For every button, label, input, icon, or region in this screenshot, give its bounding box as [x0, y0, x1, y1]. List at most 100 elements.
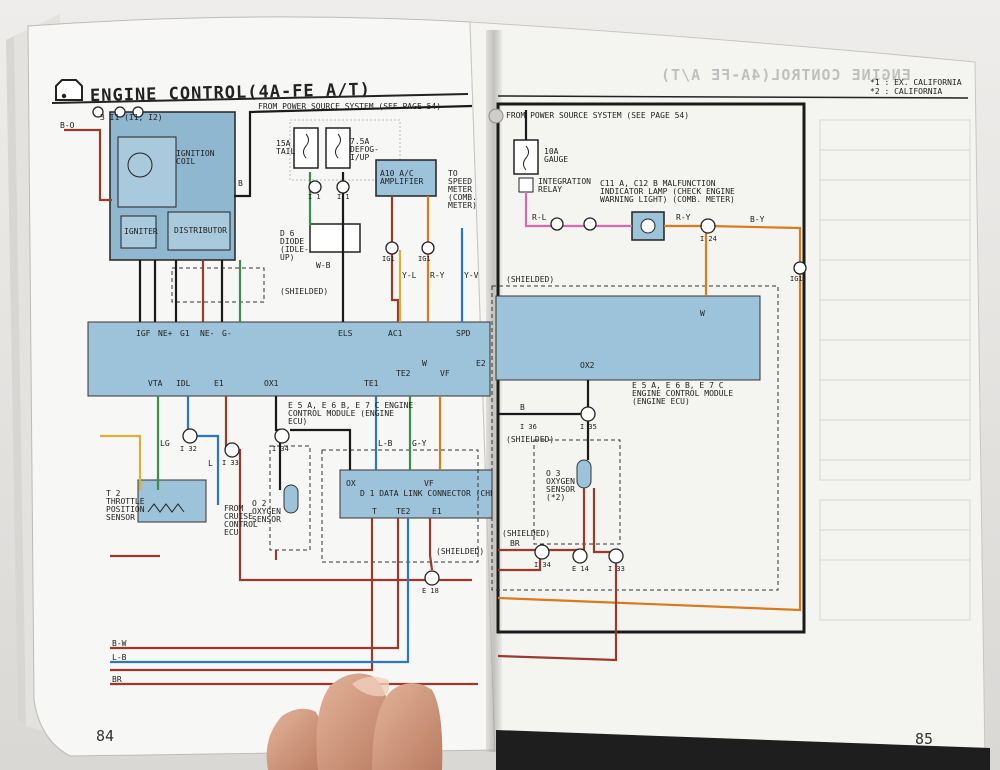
cruise-label: FROM CRUISE CONTROL ECU	[224, 504, 258, 537]
ignition-coil-label: IGNITION COIL	[176, 149, 215, 166]
wire-color-label-10: L	[208, 459, 213, 468]
bleed-through-text	[819, 119, 971, 621]
title-car-icon	[55, 79, 83, 101]
integration-relay-label: INTEGRATION RELAY	[538, 177, 591, 194]
oxygen-sensor-right	[576, 459, 592, 489]
right-junction-label-5: E 14	[572, 565, 589, 573]
ecm-pin-ne-plus: NE+	[158, 329, 173, 338]
wire-color-label-9: LG	[160, 439, 170, 448]
fuse-boxes	[289, 119, 401, 181]
ecm-right-label: E 5 A, E 6 B, E 7 C ENGINE CONTROL MODUL…	[632, 381, 734, 406]
junctions-right	[534, 217, 807, 564]
wire-color-label-8: G-Y	[412, 439, 427, 448]
junction-label-4: IG1	[418, 255, 431, 263]
throttle-position-sensor	[137, 479, 207, 523]
junction-label-7: I 34	[272, 445, 289, 453]
wires-right	[497, 110, 802, 662]
ecm-pin-els: ELS	[338, 329, 353, 338]
right-footnote-2: *2 : CALIFORNIA	[870, 87, 943, 96]
left-shielded-label-1: (SHIELDED)	[280, 287, 329, 296]
right-junction-label-6: I 33	[608, 565, 625, 573]
wire-color-label-6: Y-V	[464, 271, 479, 280]
ecm-pin-te1: TE1	[364, 379, 379, 388]
right-junction-label-3: I 35	[580, 423, 597, 431]
ecm-pin-vf: VF	[440, 369, 450, 378]
wire-color-label-1: B-O	[60, 121, 75, 130]
ecm-pin-ne-minus: NE-	[200, 329, 215, 338]
junction-label-1: I 1	[308, 193, 321, 201]
wire-color-label-3: W-B	[316, 261, 331, 270]
integration-relay-box	[518, 177, 534, 193]
right-junction-label-1: I 24	[700, 235, 717, 243]
connector-ref-label: 3 I1 (I1, I2)	[100, 113, 163, 122]
fuse-tail-label: 15A TAIL	[276, 139, 296, 156]
data-link-connector	[339, 469, 493, 519]
ecm-pin-idl: IDL	[176, 379, 191, 388]
ecm-pin-vta: VTA	[148, 379, 163, 388]
ecm-left-label: E 5 A, E 6 B, E 7 C ENGINE CONTROL MODUL…	[288, 401, 414, 426]
diode-label: D 6 DIODE (IDLE-UP)	[280, 229, 309, 262]
dlc-pin-t: T	[372, 507, 377, 516]
right-page	[469, 21, 986, 763]
right-shielded-label-3: (SHIELDED)	[502, 529, 551, 538]
speed-meter-label: TO SPEED METER (COMB. METER)	[448, 169, 477, 210]
ecm-pin-w: W	[422, 359, 427, 368]
wire-color-label-2: B	[238, 179, 243, 188]
igniter-label: IGNITER	[124, 227, 158, 236]
book-cover-edge	[496, 730, 990, 770]
wires-left	[64, 104, 478, 686]
right-wire-color-2: R-Y	[676, 213, 691, 222]
ecm-pin-te2: TE2	[396, 369, 411, 378]
shielded-areas-left	[171, 267, 479, 563]
fuse-defog-label: 7.5A DEFOG-I/UP	[350, 137, 379, 162]
oxygen-sensor-left	[283, 484, 299, 514]
dlc-pin-te2: TE2	[396, 507, 411, 516]
right-top-rule	[497, 95, 969, 99]
binder-hole	[488, 108, 504, 124]
ecm-right-pin-w: W	[700, 309, 705, 318]
title-underline	[51, 93, 469, 104]
ecm-pin-g-minus: G-	[222, 329, 232, 338]
malfunction-lamp-label: C11 A, C12 B MALFUNCTION INDICATOR LAMP …	[600, 179, 735, 204]
junction-label-3: IG1	[382, 255, 395, 263]
ecm-left	[87, 321, 491, 397]
hand-fingers	[266, 673, 443, 770]
wire-color-label-12: L-B	[112, 653, 127, 662]
left-shielded-label-2: (SHIELDED)	[436, 547, 485, 556]
right-page-number: 85	[915, 730, 934, 748]
oxygen-sensor-left-label: O 2 OXYGEN SENSOR	[252, 499, 281, 524]
junction-label-2: I 1	[337, 193, 350, 201]
ac-amplifier-label: A10 A/C AMPLIFIER	[380, 169, 424, 186]
distributor-label: DISTRIBUTOR	[174, 226, 227, 235]
oxygen-sensor-right-label: O 3 OXYGEN SENSOR (*2)	[546, 469, 575, 502]
wire-color-label-7: L-B	[378, 439, 393, 448]
right-junction-label-4: I 34	[534, 561, 551, 569]
wire-color-label-13: B-W	[112, 639, 127, 648]
ecm-pin-ox1: OX1	[264, 379, 279, 388]
wire-color-label-4: Y-L	[402, 271, 417, 280]
left-page-number: 84	[96, 727, 115, 745]
ecm-pin-e1: E1	[214, 379, 224, 388]
left-power-source-label: FROM POWER SOURCE SYSTEM (SEE PAGE 54)	[258, 102, 442, 111]
right-wire-color-5: BR	[510, 539, 520, 548]
wire-color-label-5: R-Y	[430, 271, 445, 280]
junctions-left	[92, 106, 440, 586]
idle-up-diode	[309, 223, 361, 253]
ecm-pin-g1: G1	[180, 329, 190, 338]
ecm-pin-spd: SPD	[456, 329, 471, 338]
dlc-pin-e1: E1	[432, 507, 442, 516]
data-link-label: D 1 DATA LINK CONNECTOR (CHECK CONNECTOR…	[360, 490, 492, 498]
right-power-source-label: FROM POWER SOURCE SYSTEM (SEE PAGE 54)	[506, 111, 690, 120]
junction-label-5: I 32	[180, 445, 197, 453]
gauge-fuse	[513, 139, 539, 175]
dlc-pin-vf: VF	[424, 479, 434, 488]
ecm-right	[495, 295, 761, 381]
dlc-pin-ox: OX	[346, 479, 356, 488]
ecm-right-pin-ox2: OX2	[580, 361, 595, 370]
right-footnote-1: *1 : EX. CALIFORNIA	[870, 78, 962, 87]
throttle-sensor-label: T 2 THROTTLE POSITION SENSOR	[106, 489, 145, 522]
junction-label-8: E 18	[422, 587, 439, 595]
wire-color-label-11: BR	[112, 675, 122, 684]
right-wire-color-4: B	[520, 403, 525, 412]
